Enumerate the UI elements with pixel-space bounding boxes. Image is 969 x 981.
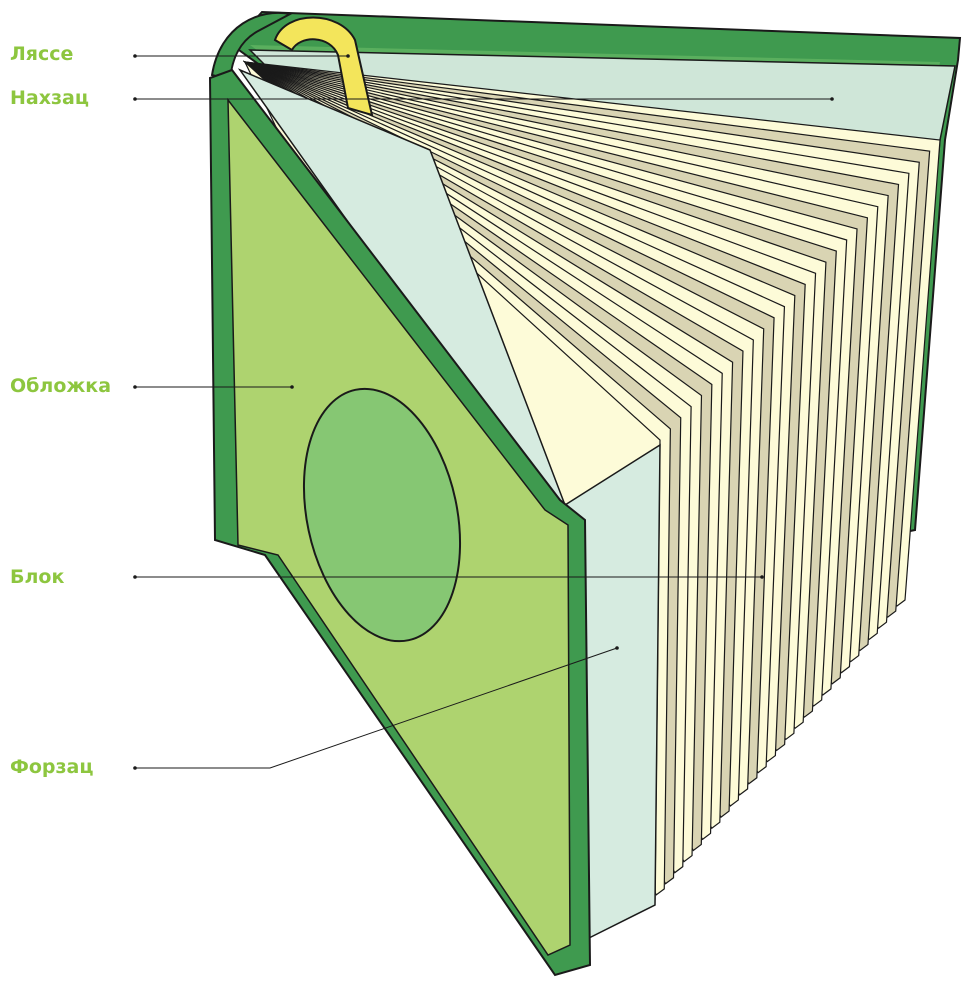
label-blok: Блок: [10, 566, 64, 588]
label-lyasse: Ляссе: [10, 43, 73, 65]
label-nakhzats: Нахзац: [10, 87, 89, 109]
label-forzats: Форзац: [10, 756, 93, 778]
label-oblozhka: Обложка: [10, 375, 111, 397]
